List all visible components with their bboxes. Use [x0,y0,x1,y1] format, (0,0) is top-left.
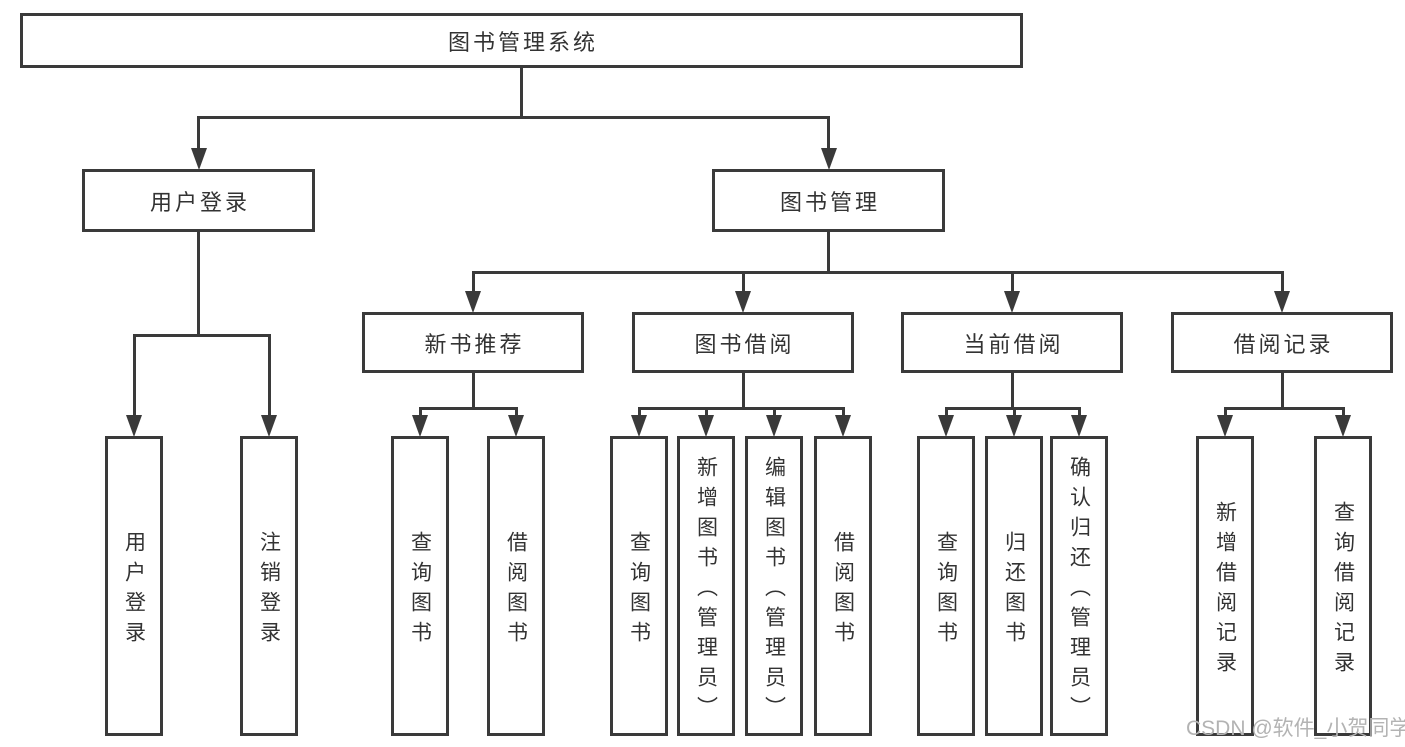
node-label: 新书推荐 [424,331,525,357]
node-label: 借阅图书 [831,530,855,651]
arrowhead-down-icon [261,415,277,437]
node-label: 查询图书 [934,530,958,651]
connector-line [1010,373,1014,408]
arrowhead-down-icon [1004,291,1020,313]
node-leaf-return-book: 归还图书 [985,436,1043,736]
connector-line [1010,272,1014,292]
arrowhead-down-icon [820,148,837,170]
connector-line [1223,408,1227,416]
node-leaf-query-books-3: 查询图书 [917,436,975,736]
arrowhead-down-icon [938,415,954,437]
connector-line [471,270,1284,274]
node-leaf-query-books-1: 查询图书 [391,436,449,736]
watermark: CSDN @软件_小贺同学 [1186,717,1405,740]
connector-line [841,408,845,416]
node-leaf-query-borrow-rec: 查询借阅记录 [1314,436,1372,736]
connector-line [741,373,745,408]
connector-line [132,335,136,416]
arrowhead-down-icon [698,415,714,437]
connector-line [514,408,518,416]
connector-line [1341,408,1345,416]
connector-line [418,406,518,410]
arrowhead-down-icon [1335,415,1351,437]
connector-line [741,272,745,292]
node-leaf-borrow-books-2: 借阅图书 [814,436,872,736]
connector-line [471,272,475,292]
arrowhead-down-icon [1274,291,1290,313]
node-current-borrow: 当前借阅 [901,312,1123,373]
node-book-borrow: 图书借阅 [632,312,854,373]
node-leaf-add-book: 新增图书（管理员） [677,436,735,736]
node-label: 图书管理系统 [447,29,598,55]
connector-line [132,333,271,337]
arrowhead-down-icon [465,291,481,313]
arrowhead-down-icon [1071,415,1087,437]
node-label: 注销登录 [257,530,281,651]
node-label: 查询借阅记录 [1331,500,1355,681]
node-leaf-logout: 注销登录 [240,436,298,736]
connector-line [1223,406,1345,410]
node-leaf-add-borrow-rec: 新增借阅记录 [1196,436,1254,736]
node-label: 归还图书 [1002,530,1026,651]
node-leaf-confirm-return: 确认归还（管理员） [1050,436,1108,736]
arrowhead-down-icon [1217,415,1233,437]
connector-line [944,408,948,416]
connector-line [418,408,422,416]
connector-line [1077,408,1081,416]
node-root: 图书管理系统 [20,13,1023,68]
node-label: 用户登录 [149,189,250,215]
connector-line [637,408,641,416]
arrowhead-down-icon [766,415,782,437]
node-user-login: 用户登录 [82,169,315,232]
node-leaf-borrow-books-1: 借阅图书 [487,436,545,736]
connector-line [637,406,845,410]
node-label: 查询图书 [627,530,651,651]
connector-line [1012,408,1016,416]
node-label: 新增借阅记录 [1213,500,1237,681]
node-label: 查询图书 [408,530,432,651]
node-label: 借阅图书 [504,530,528,651]
arrowhead-down-icon [631,415,647,437]
connector-line [267,335,271,416]
arrowhead-down-icon [412,415,428,437]
node-label: 编辑图书（管理员） [762,455,786,726]
node-label: 用户登录 [122,530,146,651]
arrowhead-down-icon [508,415,524,437]
node-label: 确认归还（管理员） [1067,455,1091,726]
connector-line [471,373,475,408]
node-label: 图书借阅 [694,331,795,357]
arrowhead-down-icon [835,415,851,437]
node-borrow-records: 借阅记录 [1171,312,1393,373]
connector-line [1280,373,1284,408]
node-label: 当前借阅 [963,331,1064,357]
arrowhead-down-icon [126,415,142,437]
arrowhead-down-icon [190,148,207,170]
node-label: 新增图书（管理员） [694,455,718,726]
node-label: 借阅记录 [1233,331,1334,357]
connector-line [827,117,830,149]
arrowhead-down-icon [1006,415,1022,437]
node-label: 图书管理 [779,189,880,215]
node-book-mgmt: 图书管理 [712,169,945,232]
connector-line [197,117,200,149]
connector-line [197,232,200,335]
connector-line [827,232,830,272]
connector-line [704,408,708,416]
connector-line [197,115,830,119]
connector-line [772,408,776,416]
connector-line [1280,272,1284,292]
connector-line [520,68,523,117]
node-new-book-rec: 新书推荐 [362,312,584,373]
arrowhead-down-icon [735,291,751,313]
node-leaf-edit-book: 编辑图书（管理员） [745,436,803,736]
node-leaf-query-books-2: 查询图书 [610,436,668,736]
node-leaf-user-login: 用户登录 [105,436,163,736]
